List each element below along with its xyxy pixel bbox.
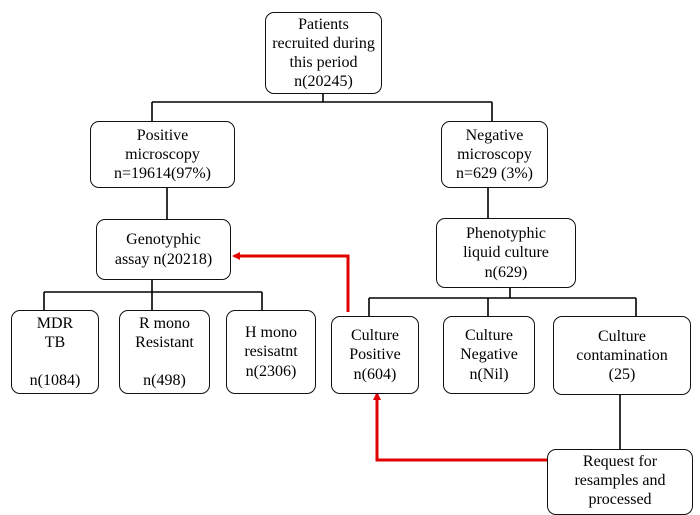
request-resamples-box: Request for resamples and processed: [547, 449, 693, 515]
hmono-line-1: H mono: [245, 324, 297, 342]
request-line-2: resamples and: [574, 472, 666, 490]
culture-positive-box: Culture Positive n(604): [331, 316, 419, 394]
mdr-line-2: TB: [44, 333, 66, 351]
culture-negative-box: Culture Negative n(Nil): [443, 316, 535, 394]
r-mono-resistant-box: R mono Resistant n(498): [119, 310, 210, 394]
positive-line-1: Positive: [136, 126, 189, 144]
genotypic-line-2: assay n(20218): [114, 250, 213, 268]
mdr-line-4: n(1084): [29, 372, 81, 390]
culture-pos-line-2: Positive: [349, 346, 401, 364]
request-line-3: processed: [588, 491, 652, 509]
patients-line-1: Patients: [298, 15, 349, 33]
connector-lines: [43, 94, 637, 462]
culture-neg-line-2: Negative: [460, 346, 518, 364]
mdr-tb-box: MDR TB n(1084): [11, 310, 99, 394]
red-arrow-to-genotypic: [232, 252, 350, 312]
h-mono-resistant-box: H mono resisatnt n(2306): [226, 310, 316, 394]
hmono-line-2: resisatnt: [244, 343, 298, 361]
patients-line-3: this period: [289, 54, 358, 71]
culture-cont-line-1: Culture: [598, 327, 646, 345]
positive-microscopy-box: Positive microscopy n=19614(97%): [90, 121, 235, 188]
patients-recruited-box: Patients recruited during this period n(…: [265, 12, 382, 94]
culture-pos-line-1: Culture: [351, 327, 399, 345]
culture-cont-line-3: (25): [608, 366, 636, 384]
red-arrow-to-culture-positive: [373, 392, 547, 462]
phenotypic-line-1: Phenotyphic: [466, 225, 546, 243]
negative-line-1: Negative: [465, 126, 524, 144]
culture-neg-line-3: n(Nil): [469, 365, 509, 383]
positive-line-2: microscopy: [125, 145, 200, 163]
negative-microscopy-box: Negative microscopy n=629 (3%): [441, 121, 548, 188]
culture-contamination-box: Culture contamination (25): [553, 316, 691, 395]
hmono-line-3: n(2306): [245, 362, 297, 380]
rmono-line-2: Resistant: [135, 333, 194, 351]
culture-pos-line-3: n(604): [353, 365, 397, 383]
genotypic-assay-box: Genotyphic assay n(20218): [96, 219, 231, 280]
flowchart: Patients recruited during this period n(…: [11, 12, 693, 515]
phenotypic-line-2: liquid culture: [463, 244, 549, 262]
negative-line-2: microscopy: [457, 145, 532, 163]
mdr-line-1: MDR: [36, 314, 74, 332]
rmono-line-4: n(498): [143, 372, 186, 390]
patients-line-2: recruited during: [272, 34, 375, 52]
genotypic-line-1: Genotyphic: [126, 231, 201, 249]
culture-neg-line-1: Culture: [465, 327, 513, 345]
request-line-1: Request for: [582, 453, 658, 470]
culture-cont-line-2: contamination: [576, 346, 668, 364]
negative-line-3: n=629 (3%): [455, 165, 533, 183]
phenotypic-culture-box: Phenotyphic liquid culture n(629): [436, 218, 576, 288]
phenotypic-line-3: n(629): [484, 263, 528, 281]
rmono-line-1: R mono: [138, 314, 191, 332]
positive-line-3: n=19614(97%): [113, 165, 211, 183]
patients-line-4: n(20245): [294, 73, 353, 91]
